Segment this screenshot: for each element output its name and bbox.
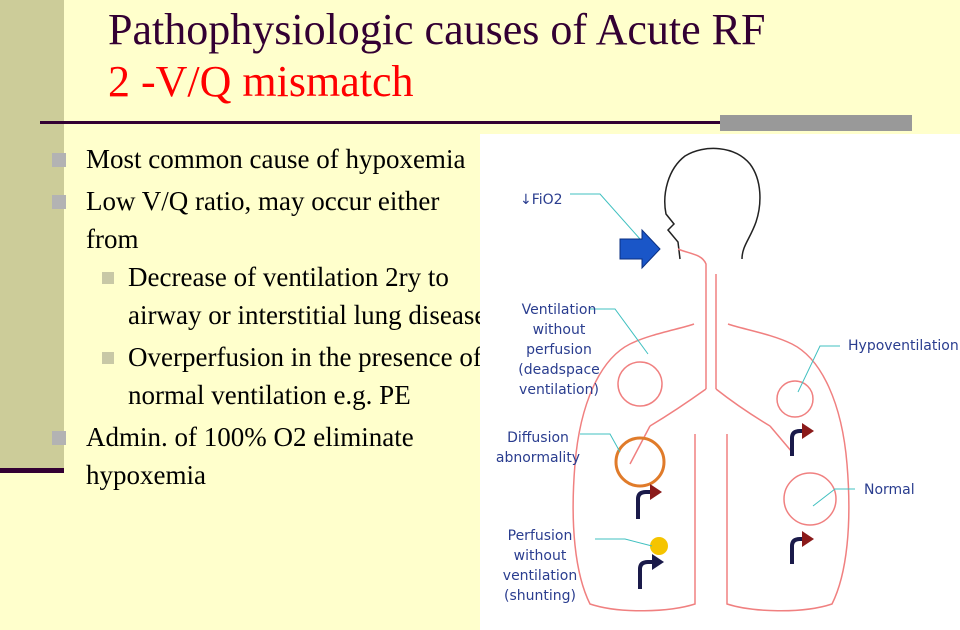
flow-arrow-hypovent (790, 423, 814, 456)
vq-mismatch-figure: ↓FiO2 Ventilation without perfusion (dea… (480, 134, 960, 630)
flow-arrow-shunt (638, 554, 664, 589)
sub-bullet-list: Decrease of ventilation 2ry to airway or… (86, 258, 488, 414)
alveolus-diffusion (614, 436, 666, 488)
head-outline (664, 147, 761, 260)
pointer-diffusion (580, 433, 621, 453)
shunt-dot (650, 537, 668, 555)
flow-arrow-diffusion (636, 484, 662, 519)
pointer-normal (812, 488, 855, 507)
title-line2: 2 -V/Q mismatch (108, 57, 414, 106)
flow-arrow-normal (790, 531, 814, 564)
left-band (0, 0, 64, 470)
title-line1: Pathophysiologic causes of Acute RF (108, 5, 766, 54)
alveolus-hypovent (776, 380, 814, 418)
left-band-foot (0, 468, 64, 473)
bullet-item: Most common cause of hypoxemia (48, 140, 488, 178)
label-hypovent: Hypoventilation (848, 338, 959, 354)
sub-bullet-item: Overperfusion in the presence of normal … (86, 338, 488, 414)
label-normal: Normal (864, 482, 915, 498)
label-fio2: ↓FiO2 (520, 192, 563, 208)
right-lung-outline (726, 323, 850, 612)
title-gray-bar (720, 115, 912, 131)
bronchi (629, 388, 793, 465)
label-vent-no-perf: Ventilation without perfusion (deadspace… (518, 302, 600, 398)
lung-diagram (570, 147, 855, 612)
label-diffusion: Diffusion abnormality (495, 430, 581, 466)
bullet-item: Admin. of 100% O2 eliminate hypoxemia (48, 418, 488, 494)
title-rule (40, 121, 910, 124)
label-perf-no-vent: Perfusion without ventilation (shunting) (502, 528, 578, 604)
alveolus-normal (783, 472, 837, 526)
slide-title: Pathophysiologic causes of Acute RF 2 -V… (108, 4, 766, 108)
bullet-item: Low V/Q ratio, may occur either from Dec… (48, 182, 488, 414)
sub-bullet-item: Decrease of ventilation 2ry to airway or… (86, 258, 488, 334)
airway (677, 248, 717, 389)
bullet-list: Most common cause of hypoxemia Low V/Q r… (48, 140, 488, 498)
fio2-arrow (619, 228, 661, 270)
pointer-fio2 (570, 193, 641, 240)
pointer-deadspace (590, 308, 649, 355)
bullet-text: Most common cause of hypoxemia (86, 144, 466, 174)
sub-bullet-text: Overperfusion in the presence of normal … (128, 342, 482, 410)
alveolus-deadspace (617, 361, 663, 407)
sub-bullet-text: Decrease of ventilation 2ry to airway or… (128, 262, 487, 330)
bullet-text: Admin. of 100% O2 eliminate hypoxemia (86, 422, 414, 490)
pointer-hypovent (797, 345, 840, 393)
bullet-text: Low V/Q ratio, may occur either from (86, 186, 440, 254)
pointer-shunt (595, 538, 653, 547)
